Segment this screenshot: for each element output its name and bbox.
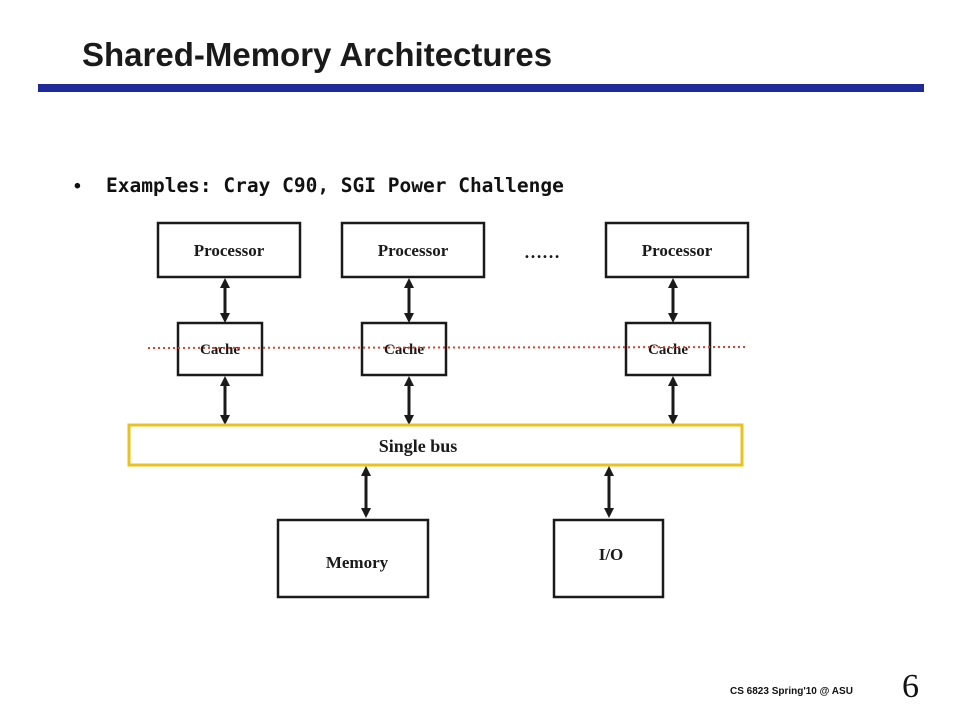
bullet-item: • Examples: Cray C90, SGI Power Challenge bbox=[74, 174, 564, 198]
processor-label-3: Processor bbox=[642, 241, 713, 260]
single-bus: Single bus bbox=[127, 423, 744, 467]
cache-label-3: Cache bbox=[648, 342, 688, 358]
processor-box-1: Processor bbox=[156, 221, 302, 279]
processor-box-3: Processor bbox=[604, 221, 750, 279]
processor-label-2: Processor bbox=[378, 241, 449, 260]
processor-label-1: Processor bbox=[194, 241, 265, 260]
footer-course-label: CS 6823 Spring'10 @ ASU bbox=[730, 686, 853, 697]
processor-ellipsis: …… bbox=[524, 242, 560, 262]
cache-box-2: Cache bbox=[360, 321, 448, 377]
slide-title: Shared-Memory Architectures bbox=[82, 36, 553, 73]
single-bus-label: Single bus bbox=[379, 436, 458, 456]
coherence-dotted-line bbox=[147, 346, 749, 349]
io-box: I/O bbox=[552, 518, 665, 599]
cache-box-1: Cache bbox=[176, 321, 264, 377]
memory-box: Memory bbox=[276, 518, 430, 599]
cache-label-2: Cache bbox=[384, 342, 424, 358]
bullet-dot-icon: • bbox=[74, 175, 81, 197]
cache-box-3: Cache bbox=[624, 321, 712, 377]
io-label: I/O bbox=[599, 545, 624, 564]
processor-box-2: Processor bbox=[340, 221, 486, 279]
cache-label-1: Cache bbox=[200, 342, 240, 358]
memory-label: Memory bbox=[326, 553, 389, 572]
title-underline bbox=[38, 84, 924, 92]
page-number: 6 bbox=[902, 668, 919, 705]
bullet-text: Examples: Cray C90, SGI Power Challenge bbox=[106, 174, 564, 197]
